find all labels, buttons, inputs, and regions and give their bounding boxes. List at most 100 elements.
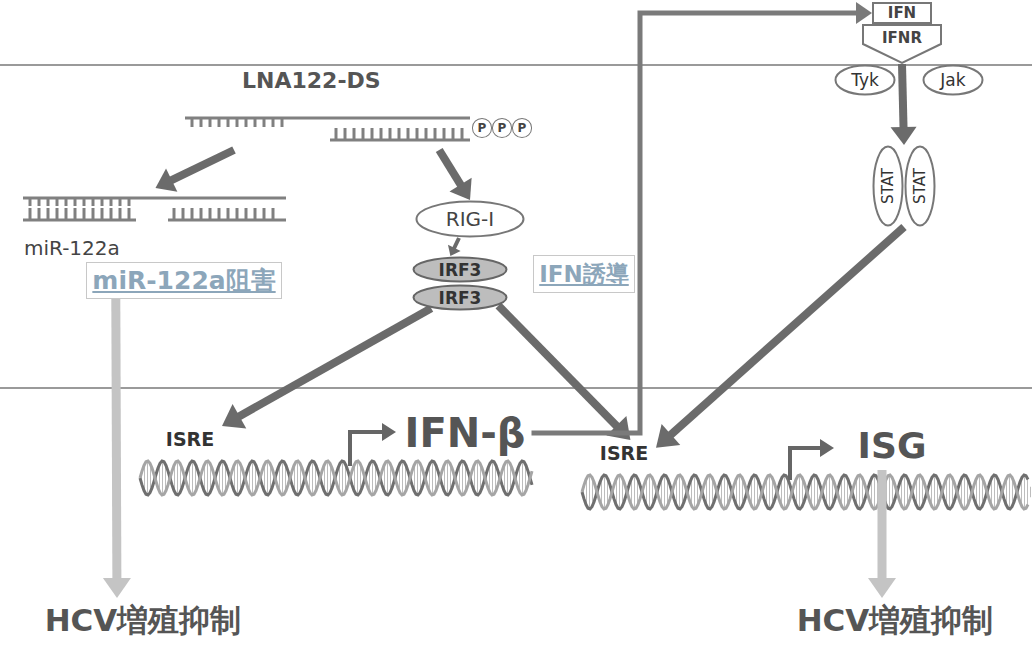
- text-stack: RIG-I: [446, 207, 494, 231]
- triphosphate-circle: P: [512, 118, 533, 138]
- kinase-ellipse: Tyk: [834, 64, 896, 96]
- base-tick: [272, 208, 275, 220]
- signal-arrow: [103, 299, 131, 598]
- base-tick: [218, 118, 221, 127]
- base-tick: [227, 118, 230, 127]
- base-tick: [398, 128, 401, 140]
- arrow-head: [448, 245, 461, 256]
- base-tick: [371, 128, 374, 140]
- arrow-line: [116, 299, 117, 582]
- arrow-head: [656, 424, 680, 448]
- base-tick: [236, 118, 239, 127]
- arrow-line: [532, 13, 860, 433]
- gene-label: ISG: [842, 420, 942, 470]
- base-tick: [416, 128, 419, 140]
- ellipse-outline: [906, 147, 935, 226]
- node-text: STAT: [879, 168, 897, 204]
- base-tick: [128, 208, 131, 220]
- signal-arrow: [156, 150, 235, 192]
- node-text: STAT: [911, 168, 929, 204]
- node-text: P: [498, 121, 507, 135]
- ellipse-outline: [924, 66, 983, 95]
- node-text: HCV増殖抑制: [797, 600, 994, 642]
- text-stack: LNA122-DS: [242, 68, 381, 93]
- base-pair: [432, 461, 433, 495]
- base-tick: [101, 208, 104, 220]
- node-text: miR-122a阻害: [92, 264, 275, 297]
- base-tick: [38, 198, 41, 206]
- arrow-head: [449, 178, 471, 200]
- node-text: LNA122-DS: [242, 68, 381, 93]
- arrow-head: [222, 404, 246, 428]
- base-tick: [92, 198, 95, 206]
- dna-strand: [582, 475, 1028, 509]
- base-pair: [462, 461, 463, 495]
- base-pair: [919, 475, 920, 509]
- text-stack: miR-122a: [24, 236, 120, 260]
- base-tick: [380, 128, 383, 140]
- gene-label: IFN-β: [399, 408, 532, 458]
- base-pair: [267, 461, 268, 495]
- cell-membrane: [0, 64, 1032, 66]
- node-text: ISRE: [600, 442, 648, 464]
- promoter-arrow-head: [820, 439, 834, 457]
- base-pair: [619, 475, 620, 509]
- signal-arrow: [448, 238, 461, 256]
- base-tick: [92, 208, 95, 220]
- node-text: IRF3: [439, 288, 482, 308]
- base-pair: [904, 475, 905, 509]
- text-stack: P: [498, 121, 507, 135]
- arrow-line: [169, 150, 235, 182]
- text-stack: Tyk: [851, 70, 879, 90]
- outcome-label: HCV増殖抑制: [770, 598, 1020, 644]
- base-tick: [200, 208, 203, 220]
- base-tick: [209, 208, 212, 220]
- promoter-label: ISRE: [158, 426, 222, 452]
- base-pair: [724, 475, 725, 509]
- base-tick: [443, 128, 446, 140]
- promoter-arrow-head: [382, 423, 396, 441]
- text-stack: IFN誘導: [539, 259, 629, 290]
- signal-arrow: [532, 2, 873, 433]
- base-pair: [889, 475, 890, 509]
- base-pair: [769, 475, 770, 509]
- base-pair: [634, 475, 635, 509]
- base-tick: [191, 208, 194, 220]
- base-tick: [407, 128, 410, 140]
- base-pair: [312, 461, 313, 495]
- base-tick: [344, 128, 347, 140]
- arrow-line: [902, 64, 904, 131]
- base-tick: [83, 198, 86, 206]
- base-tick: [461, 128, 464, 140]
- base-pair: [207, 461, 208, 495]
- base-pair: [402, 461, 403, 495]
- base-pair: [177, 461, 178, 495]
- outcome-label: HCV増殖抑制: [18, 598, 268, 644]
- node-text: HCV増殖抑制: [45, 600, 242, 642]
- base-pair: [342, 461, 343, 495]
- mirna-complex: miR-122a: [18, 188, 293, 260]
- node-text: Jak: [940, 70, 965, 90]
- base-pair: [949, 475, 950, 509]
- base-pair: [709, 475, 710, 509]
- text-stack: P: [478, 121, 487, 135]
- dna-strand: [140, 461, 532, 495]
- base-tick: [245, 118, 248, 127]
- node-text: IFN-β: [405, 410, 526, 456]
- base-pair: [994, 475, 995, 509]
- mechanism-box: miR-122a阻害: [86, 262, 281, 299]
- base-pair: [1030, 487, 1031, 498]
- ellipse-outline: [414, 286, 507, 310]
- base-tick: [65, 198, 68, 206]
- arrow-line: [439, 150, 462, 188]
- base-pair: [799, 475, 800, 509]
- ellipse-outline: [836, 66, 895, 95]
- base-tick: [119, 208, 122, 220]
- duplex-rna: LNA122-DSPPP: [180, 68, 540, 150]
- arrow-head: [891, 127, 917, 145]
- dna-helix: [582, 475, 1031, 509]
- base-tick: [74, 198, 77, 206]
- text-stack: IFN: [888, 4, 916, 22]
- base-pair: [664, 475, 665, 509]
